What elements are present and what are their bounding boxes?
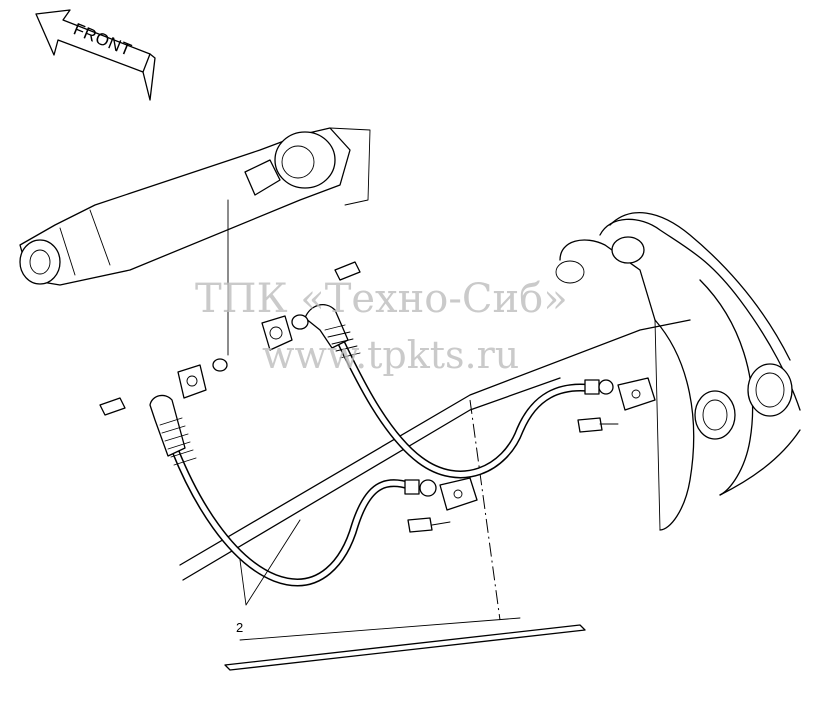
front-arrow: FRONT bbox=[35, 9, 156, 101]
hose-upper bbox=[304, 304, 614, 479]
watermark-url: www.tpkts.ru bbox=[262, 333, 519, 377]
flange-right-upper bbox=[617, 377, 656, 411]
flange-assembly bbox=[177, 314, 656, 511]
watermark: ТПК «Техно-Сиб» www.tpkts.ru bbox=[195, 276, 568, 377]
callout-label: 2 bbox=[236, 620, 243, 635]
hydraulic-cylinder bbox=[19, 127, 371, 356]
hose-upper-fitting bbox=[584, 379, 600, 395]
hose-lower bbox=[149, 394, 437, 587]
hose-lower-fitting bbox=[404, 479, 420, 495]
flange-right-lower bbox=[439, 477, 478, 511]
bolts bbox=[99, 261, 619, 533]
callout-2: 2 bbox=[236, 519, 301, 635]
boom-frame bbox=[179, 212, 801, 671]
watermark-company: ТПК «Техно-Сиб» bbox=[195, 276, 568, 322]
